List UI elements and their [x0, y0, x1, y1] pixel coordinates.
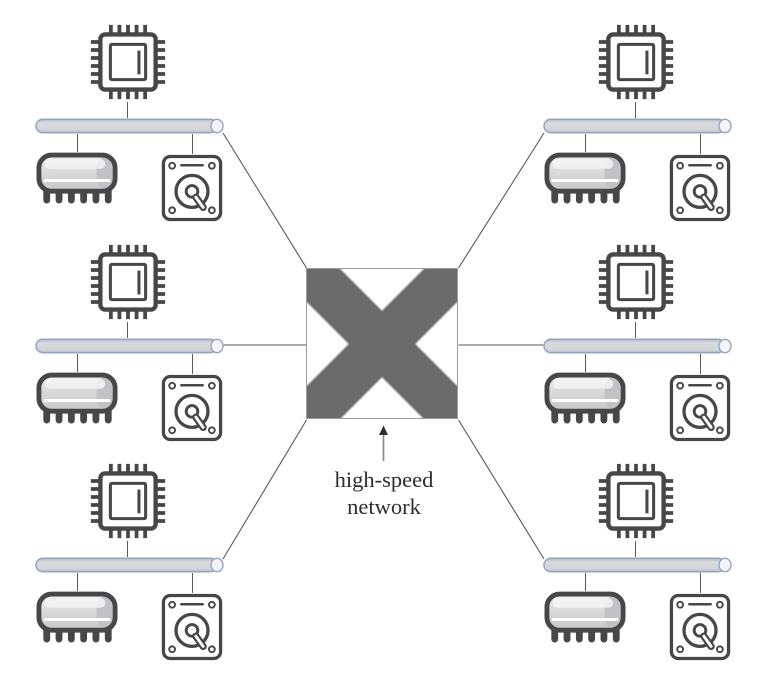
- node-middle-left: [35, 238, 230, 444]
- network-label-line1: high-speed: [334, 467, 434, 492]
- node-top-right: [543, 18, 738, 224]
- node-top-left: [35, 18, 230, 224]
- cpu-icon: [596, 461, 676, 541]
- memory-icon: [36, 152, 118, 209]
- hard-disk-icon: [669, 154, 731, 222]
- disk-bus-connector: [192, 573, 193, 593]
- memory-bus-connector: [585, 134, 586, 152]
- bus-icon: [35, 118, 225, 134]
- cpu-icon: [596, 242, 676, 322]
- hard-disk-icon: [161, 154, 223, 222]
- wire-node-bottom-right: [458, 419, 545, 560]
- disk-bus-connector: [700, 134, 701, 154]
- bus-icon: [543, 118, 733, 134]
- disk-bus-connector: [192, 354, 193, 374]
- memory-icon: [544, 591, 626, 648]
- cpu-bus-connector: [635, 102, 636, 118]
- memory-icon: [544, 372, 626, 429]
- memory-bus-connector: [585, 573, 586, 591]
- bus-icon: [35, 557, 225, 573]
- cpu-icon: [88, 461, 168, 541]
- disk-bus-connector: [700, 354, 701, 374]
- wire-node-top-right: [458, 132, 545, 269]
- hard-disk-icon: [669, 374, 731, 442]
- wire-node-top-left: [222, 132, 307, 269]
- cpu-bus-connector: [127, 322, 128, 338]
- cpu-bus-connector: [127, 102, 128, 118]
- memory-bus-connector: [77, 134, 78, 152]
- network-label: high-speed network: [301, 466, 467, 520]
- cpu-bus-connector: [635, 541, 636, 557]
- bus-icon: [543, 557, 733, 573]
- network-label-line2: network: [347, 494, 421, 519]
- cpu-icon: [88, 242, 168, 322]
- cpu-icon: [88, 22, 168, 102]
- memory-bus-connector: [585, 354, 586, 372]
- crossbar-switch: [306, 268, 458, 419]
- disk-bus-connector: [700, 573, 701, 593]
- memory-icon: [36, 591, 118, 648]
- bus-icon: [543, 338, 733, 354]
- cpu-bus-connector: [127, 541, 128, 557]
- hard-disk-icon: [669, 593, 731, 661]
- hard-disk-icon: [161, 374, 223, 442]
- hard-disk-icon: [161, 593, 223, 661]
- cpu-bus-connector: [635, 322, 636, 338]
- node-bottom-right: [543, 457, 738, 663]
- node-middle-right: [543, 238, 738, 444]
- memory-icon: [544, 152, 626, 209]
- bus-icon: [35, 338, 225, 354]
- cpu-icon: [596, 22, 676, 102]
- node-bottom-left: [35, 457, 230, 663]
- disk-bus-connector: [192, 134, 193, 154]
- memory-bus-connector: [77, 354, 78, 372]
- memory-icon: [36, 372, 118, 429]
- memory-bus-connector: [77, 573, 78, 591]
- wire-node-bottom-left: [222, 419, 307, 560]
- label-arrow-head: [379, 425, 388, 435]
